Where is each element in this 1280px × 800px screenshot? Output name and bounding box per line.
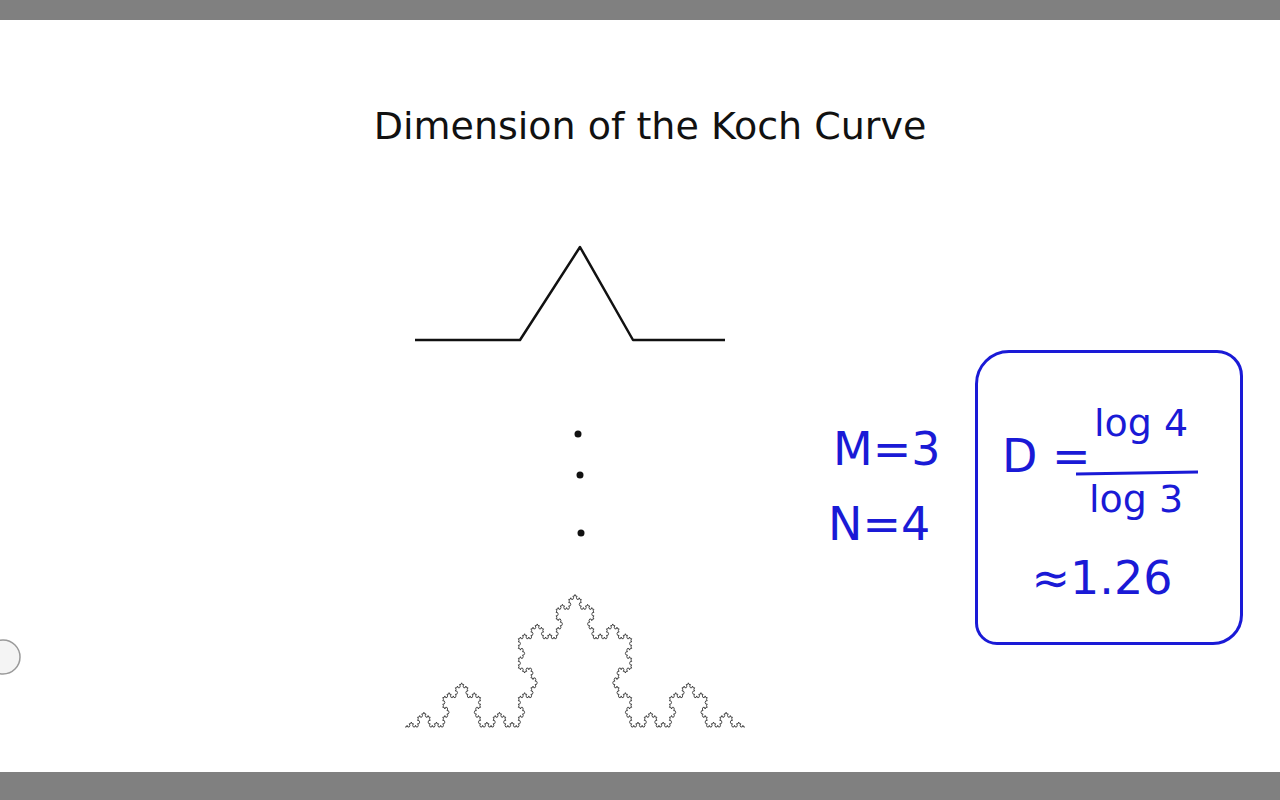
formula-text: ≈1.26 (1032, 553, 1173, 604)
top-bar (0, 0, 1280, 20)
formula-text: log 3 (1089, 479, 1183, 521)
ellipsis-dot (578, 530, 585, 537)
formula-text: log 4 (1094, 403, 1188, 445)
ellipsis-dot (577, 472, 584, 479)
formula-box: D =log 4 log 3 ≈1.26 (975, 350, 1243, 645)
fraction-line (1076, 472, 1198, 474)
formula-text: D = (1002, 431, 1091, 482)
bottom-bar (0, 772, 1280, 800)
koch-iteration-1 (415, 247, 725, 340)
title: Dimension of the Koch Curve (374, 106, 927, 148)
koch-curve-limit (405, 594, 745, 727)
ellipsis-dot (575, 431, 582, 438)
scroll-handle (0, 640, 20, 674)
variable-label: M=3 (833, 424, 941, 475)
variable-label: N=4 (828, 499, 930, 550)
